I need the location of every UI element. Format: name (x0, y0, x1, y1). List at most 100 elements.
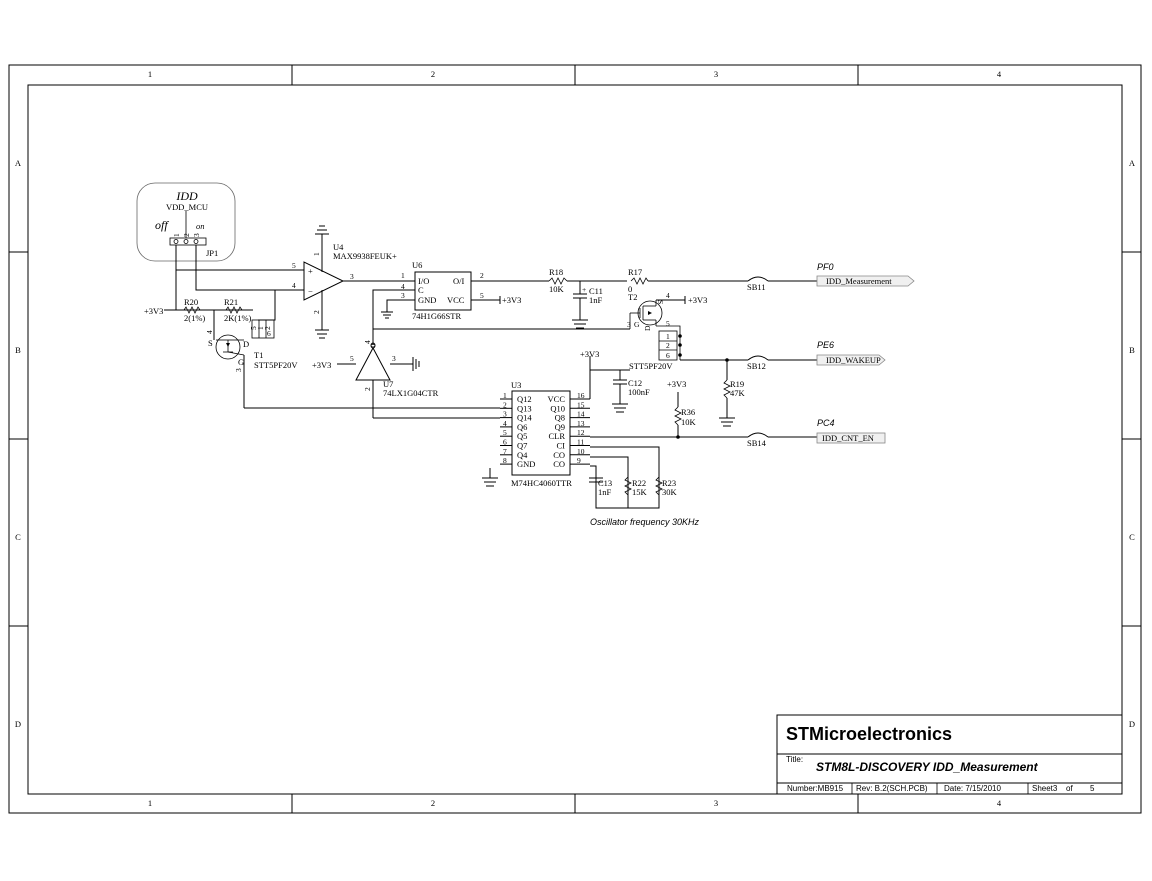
amplifier-u4: + − 5 4 3 1 2 U4 MAX9938FEUK+ (292, 225, 415, 339)
u7-pin: 2 (363, 387, 372, 391)
u3-part: M74HC4060TTR (511, 478, 572, 488)
u4-pin: 1 (312, 252, 321, 256)
power-label: +3V3 (688, 295, 707, 305)
col-label-bottom: 1 (148, 798, 152, 808)
t1-g: G (238, 357, 244, 367)
r19-val: 47K (730, 388, 746, 398)
u3-pin-number: 2 (503, 400, 507, 409)
u3-pin-number: 9 (577, 456, 581, 465)
u3-pin-name: CLR (548, 431, 565, 441)
u3-ref: U3 (511, 380, 521, 390)
c11-ref: C11 (589, 286, 603, 296)
u3-pin-number: 5 (503, 428, 507, 437)
t2-ref: T2 (628, 292, 637, 302)
drawing-date: Date: 7/15/2010 (944, 784, 1001, 793)
t2-pin: 3 (627, 320, 631, 329)
r21-ref: R21 (224, 297, 238, 307)
u3-pin-name: Q9 (555, 422, 565, 432)
u7-ref: U7 (383, 379, 393, 389)
r17-val: 0 (628, 284, 632, 294)
power-label: +3V3 (502, 295, 521, 305)
u3-pin-name: Q13 (517, 403, 532, 413)
t1-pin: 1 (256, 326, 265, 330)
sb11-ref: SB11 (747, 282, 766, 292)
drawing-title: STM8L-DISCOVERY IDD_Measurement (816, 760, 1039, 774)
resistor-r21: R21 2K(1%) (224, 297, 252, 323)
u3-pin-number: 1 (503, 391, 507, 400)
power-label: +3V3 (667, 379, 686, 389)
u6-pin-gnd: GND (418, 295, 436, 305)
t1-part: STT5PF20V (254, 360, 298, 370)
u4-minus: − (308, 286, 313, 296)
col-label-bottom: 4 (997, 798, 1002, 808)
sheet-number: Sheet3 (1032, 784, 1058, 793)
c12-val: 100nF (628, 387, 650, 397)
col-label-bottom: 3 (714, 798, 718, 808)
port-pe6: PE6 IDD_WAKEUP (816, 340, 886, 366)
drawing-frame (8, 64, 1142, 814)
u7-pin: 3 (392, 354, 396, 363)
u3-pin-name: CO (553, 450, 565, 460)
u4-pin: 5 (292, 261, 296, 270)
jp1-pin: 1 (172, 233, 181, 237)
u6-pin: 4 (401, 282, 405, 291)
transistor-t2: T2 S D G 3 4 +3V3 1 2 6 5 STT5PF20V (627, 291, 707, 371)
u3-pin-name: Q14 (517, 413, 532, 423)
power-label: +3V3 (144, 306, 163, 316)
pe6-net: IDD_WAKEUP (826, 355, 881, 365)
c11-val: 1nF (589, 295, 603, 305)
oscillator-note: Oscillator frequency 30KHz (590, 517, 700, 527)
u3-pin-number: 10 (577, 447, 585, 456)
u3-pin-number: 16 (577, 391, 585, 400)
col-label-top: 1 (148, 69, 152, 79)
row-label-right: B (1129, 345, 1135, 355)
t2-g: G (634, 320, 640, 329)
t1-d: D (243, 339, 249, 349)
u7-pin: 4 (363, 340, 372, 344)
sb12-ref: SB12 (747, 361, 766, 371)
u3-pin-number: 11 (577, 438, 584, 447)
title-block: STMicroelectronics Title: STM8L-DISCOVER… (776, 714, 1123, 795)
solder-bridge-sb14: SB14 (747, 432, 817, 448)
u3-pin-name: GND (517, 459, 535, 469)
c13-val: 1nF (598, 487, 612, 497)
t2-pin: 5 (666, 319, 670, 328)
u6-pin-oi: O/I (453, 276, 465, 286)
company-name: STMicroelectronics (786, 724, 952, 744)
t1-ref: T1 (254, 350, 263, 360)
pe6-pin: PE6 (817, 340, 834, 350)
r23-ref: R23 (662, 478, 676, 488)
t2-pin: 1 (666, 332, 670, 341)
r22-ref: R22 (632, 478, 646, 488)
power-label: +3V3 (312, 360, 331, 370)
u3-pin-name: Q8 (555, 413, 565, 423)
u7-part: 74LX1G04CTR (383, 388, 439, 398)
u3-pin-number: 6 (503, 438, 507, 447)
row-label-left: A (15, 158, 22, 168)
u4-pin: 3 (350, 272, 354, 281)
u4-part: MAX9938FEUK+ (333, 251, 397, 261)
row-label-left: C (15, 532, 21, 542)
t1-pin: 2 (263, 326, 272, 330)
row-label-right: D (1129, 719, 1135, 729)
u3-pin-number: 4 (503, 419, 507, 428)
u4-ref: U4 (333, 242, 344, 252)
t1-pin: 3 (234, 368, 243, 372)
inverter-u7: +3V3 5 3 4 2 U7 74LX1G04CTR (312, 340, 439, 418)
capacitor-c11: + C11 1nF (572, 281, 603, 329)
col-label-top: 3 (714, 69, 718, 79)
u3-pin-name: CO (553, 459, 565, 469)
u4-pin: 2 (312, 310, 321, 314)
t2-d: D (643, 325, 652, 331)
sheet-total: 5 (1090, 784, 1095, 793)
r21-val: 2K(1%) (224, 313, 252, 323)
pf0-net: IDD_Measurement (826, 276, 892, 286)
u3-pin-number: 13 (577, 419, 585, 428)
u3-pin-number: 8 (503, 456, 507, 465)
r17-ref: R17 (628, 267, 642, 277)
switch-on-label: on (196, 221, 205, 231)
u6-pin-vcc: VCC (447, 295, 465, 305)
u7-pin: 5 (350, 354, 354, 363)
col-label-bottom: 2 (431, 798, 435, 808)
